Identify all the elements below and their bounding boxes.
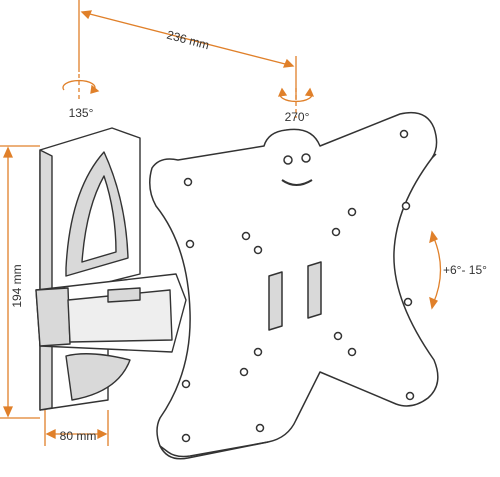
bracket-side [39,149,53,411]
hole [253,245,263,255]
hole [403,297,413,307]
plate-holes [181,129,415,443]
hole [185,239,195,249]
hole [181,433,191,443]
plate-bottom-edge [159,441,269,458]
hole [241,231,251,241]
hole [239,367,249,377]
arm-rotation-arrow [90,84,100,94]
tilt-arrow-bottom [429,296,438,310]
plate-rotation-arrow-right [304,87,315,97]
dimension-lines [0,0,442,446]
depth-arrow-left [45,428,56,440]
tilt-arrow-top [429,230,438,244]
plate-slot-right [307,261,322,319]
vesa-plate [149,111,439,460]
width-arrow-left [80,10,93,20]
hole [399,129,409,139]
hole [401,201,411,211]
wall-bracket [39,127,141,411]
plate-rotation-label: 270° [285,110,310,124]
hole [347,347,357,357]
hole [331,227,341,237]
hole [253,347,263,357]
smile-eye-left [283,155,293,165]
tilt-arc [432,235,442,305]
smile-eye-right [301,153,311,163]
hole [347,207,357,217]
height-arrow-top [2,146,14,158]
arm-joint [35,287,71,347]
arm-rotation-arc [62,79,96,91]
depth-arrow-right [97,428,108,440]
bracket-upper-inner [81,175,117,263]
width-arrow-right [282,58,295,68]
tilt-label: +6°- 15° [443,263,487,277]
width-label: 236 mm [165,28,211,53]
width-dimension-line [81,11,294,67]
hole [405,391,415,401]
swing-arm [35,273,187,353]
plate-rotation-arrow-left [277,87,288,97]
height-arrow-bottom [2,406,14,418]
arm-rotation-label: 135° [69,106,94,120]
plate-smile [281,179,313,186]
hole [181,379,191,389]
plate-slot-left [268,271,283,331]
plate-edge-detail [431,153,437,159]
bracket-lower-cutout [65,353,131,401]
hole [255,423,265,433]
plate-outline [149,111,439,460]
arm-hinge [107,287,141,303]
hole [333,331,343,341]
hole [183,177,193,187]
height-label: 194 mm [10,264,24,307]
depth-label: 80 mm [60,429,97,443]
